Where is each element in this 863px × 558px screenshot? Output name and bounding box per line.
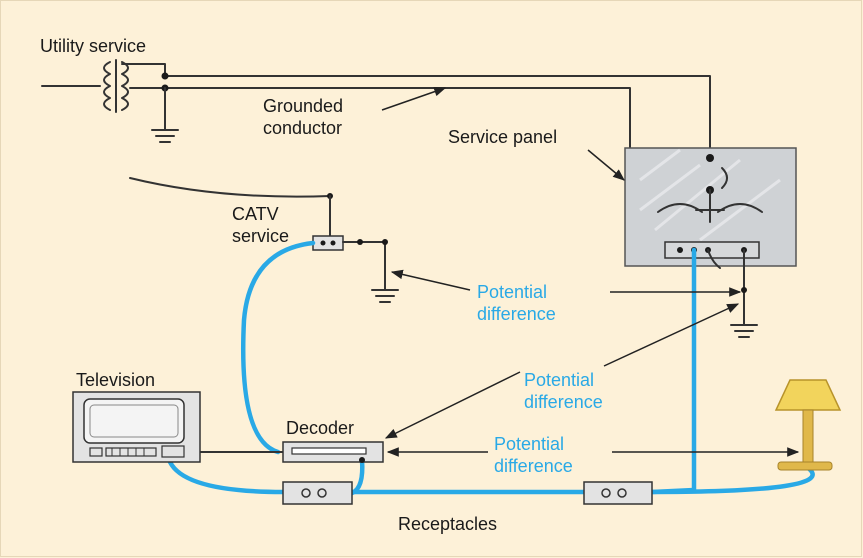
potential-difference-label-2b: difference xyxy=(524,392,603,412)
receptacles-label: Receptacles xyxy=(398,514,497,534)
lamp-power-cable xyxy=(649,465,815,495)
catv-label-2: service xyxy=(232,226,289,246)
catv-ground-block xyxy=(312,235,344,251)
potential-arrow-to-decoder xyxy=(384,371,521,439)
utility-service-label: Utility service xyxy=(40,36,146,56)
television-icon xyxy=(72,391,201,463)
potential-difference-label-3: Potential xyxy=(494,434,564,454)
tv-power-cable xyxy=(167,459,286,495)
potential-difference-label-2: Potential xyxy=(524,370,594,390)
decoder-power-cable xyxy=(349,457,365,496)
potential-difference-label-1: Potential xyxy=(477,282,547,302)
television-label: Television xyxy=(76,370,155,390)
hot-conductor xyxy=(164,75,711,159)
ground-icon xyxy=(730,249,758,338)
catv-label: CATV xyxy=(232,204,279,224)
service-panel-icon xyxy=(624,147,797,269)
catv-to-decoder-cable xyxy=(240,240,316,455)
potential-difference-label-1b: difference xyxy=(477,304,556,324)
transformer-icon xyxy=(41,59,166,113)
grounded-conductor-label: Grounded xyxy=(263,96,343,116)
receptacle-icon xyxy=(583,481,653,505)
ground-icon xyxy=(371,289,399,303)
potential-arrow-to-panel xyxy=(603,303,740,367)
service-panel-arrow xyxy=(587,149,625,181)
decoder-label: Decoder xyxy=(286,418,354,438)
grounded-conductor-label-2: conductor xyxy=(263,118,342,138)
service-panel-label: Service panel xyxy=(448,127,557,147)
ground-icon xyxy=(151,87,179,143)
lamp-icon xyxy=(774,379,842,471)
potential-difference-label-3b: difference xyxy=(494,456,573,476)
decoder-icon xyxy=(282,441,384,463)
grounded-conductor-arrow xyxy=(381,87,447,111)
potential-arrow-catv-ground xyxy=(390,269,471,291)
catv-drop-cable xyxy=(129,177,331,198)
receptacle-icon xyxy=(282,481,353,505)
